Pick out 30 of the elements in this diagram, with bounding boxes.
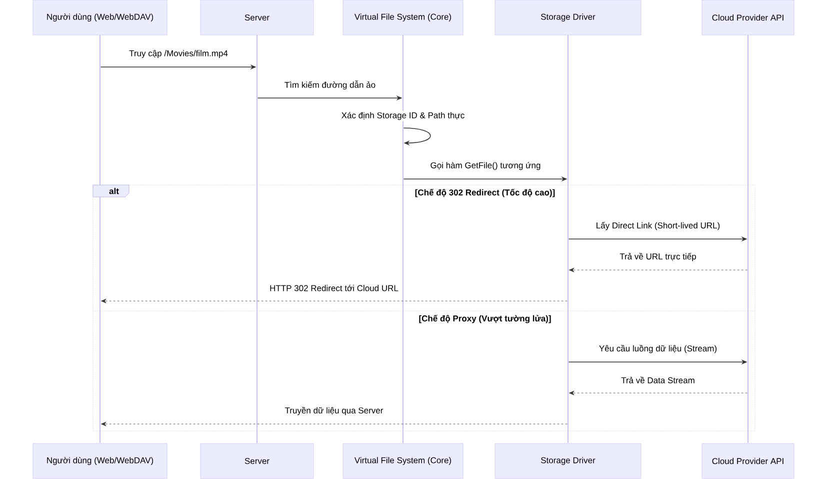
edge-label: Trả về URL trực tiếp [618, 252, 698, 262]
edge-label: Trả về Data Stream [620, 376, 696, 384]
actor-box: Cloud Provider API [702, 443, 794, 479]
edge-label: Xác định Storage ID & Path thực [340, 110, 466, 121]
lifeline [256, 35, 258, 443]
actor-box: Virtual File System (Core) [342, 0, 464, 36]
edge-label: Truyền dữ liệu qua Server [284, 406, 384, 416]
edge-label: Tìm kiếm đường dẫn ảo [283, 79, 377, 91]
actor-box: Server [200, 0, 314, 36]
edge-label: Gọi hàm GetFile() tương ứng [429, 160, 542, 171]
message-arrow [569, 390, 748, 396]
actor-box: Người dùng (Web/WebDAV) [32, 0, 168, 36]
actor-box: Storage Driver [494, 443, 642, 479]
actor-box: Cloud Provider API [702, 0, 794, 36]
section-label: [Chế độ 302 Redirect (Tốc độ cao)] [415, 188, 555, 198]
section-label: [Chế độ Proxy (Vượt tường lửa)] [419, 314, 551, 324]
self-arrow [403, 128, 431, 146]
actor-box: Virtual File System (Core) [342, 443, 464, 479]
edge-label: Lấy Direct Link (Short-lived URL) [594, 220, 722, 232]
lifeline [402, 35, 404, 443]
actor-box: Storage Driver [494, 0, 642, 36]
message-arrow [569, 268, 748, 272]
message-arrow [101, 298, 568, 304]
edge-label: HTTP 302 Redirect tới Cloud URL [268, 284, 400, 292]
actor-box: Server [200, 443, 314, 479]
message-arrow [101, 422, 568, 426]
alt-tag: alt [92, 184, 130, 198]
actor-box: Người dùng (Web/WebDAV) [32, 443, 168, 479]
edge-label: Truy cập /Movies/film.mp4 [128, 49, 229, 59]
edge-label: Yêu cầu luồng dữ liệu (Stream) [598, 344, 718, 354]
